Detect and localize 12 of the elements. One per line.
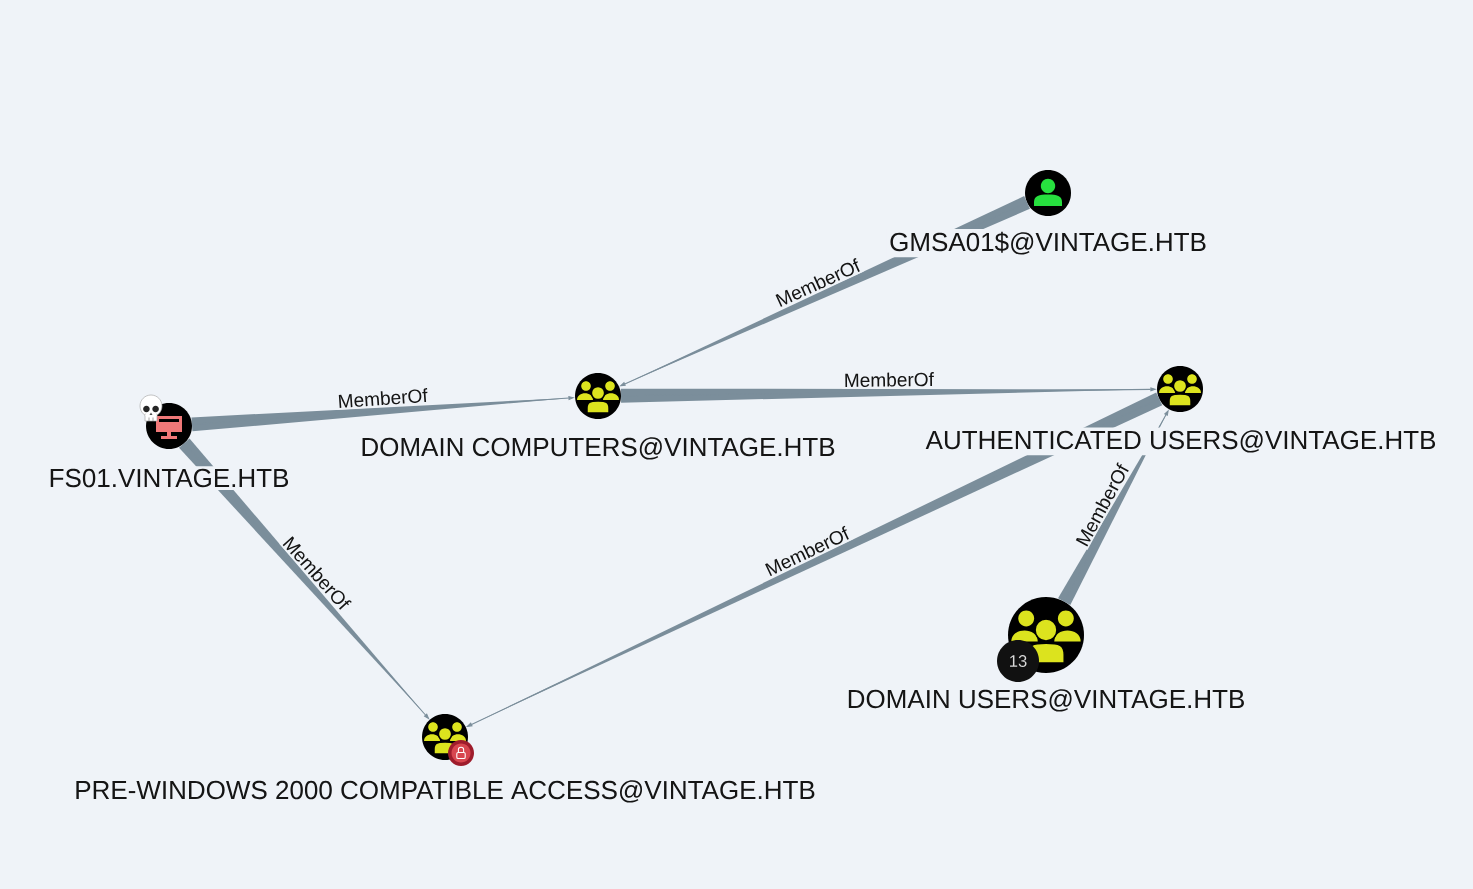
- node-label: FS01.VINTAGE.HTB: [45, 466, 293, 490]
- person-icon: [1025, 170, 1071, 216]
- node-label: PRE-WINDOWS 2000 COMPATIBLE ACCESS@VINTAGE.HTB: [71, 777, 819, 806]
- node-label: DOMAIN USERS@VINTAGE.HTB: [844, 686, 1248, 715]
- edge-label: MemberOf: [335, 386, 430, 410]
- node-label: DOMAIN COMPUTERS@VINTAGE.HTB: [357, 434, 839, 463]
- group-icon: [575, 373, 621, 419]
- node-label: AUTHENTICATED USERS@VINTAGE.HTB: [922, 427, 1440, 456]
- node-label: GMSA01$@VINTAGE.HTB: [886, 229, 1210, 258]
- node-label: FS01.VINTAGE.HTB: [50, 468, 289, 488]
- group-icon: [1157, 366, 1203, 412]
- count-badge: 13: [997, 640, 1039, 682]
